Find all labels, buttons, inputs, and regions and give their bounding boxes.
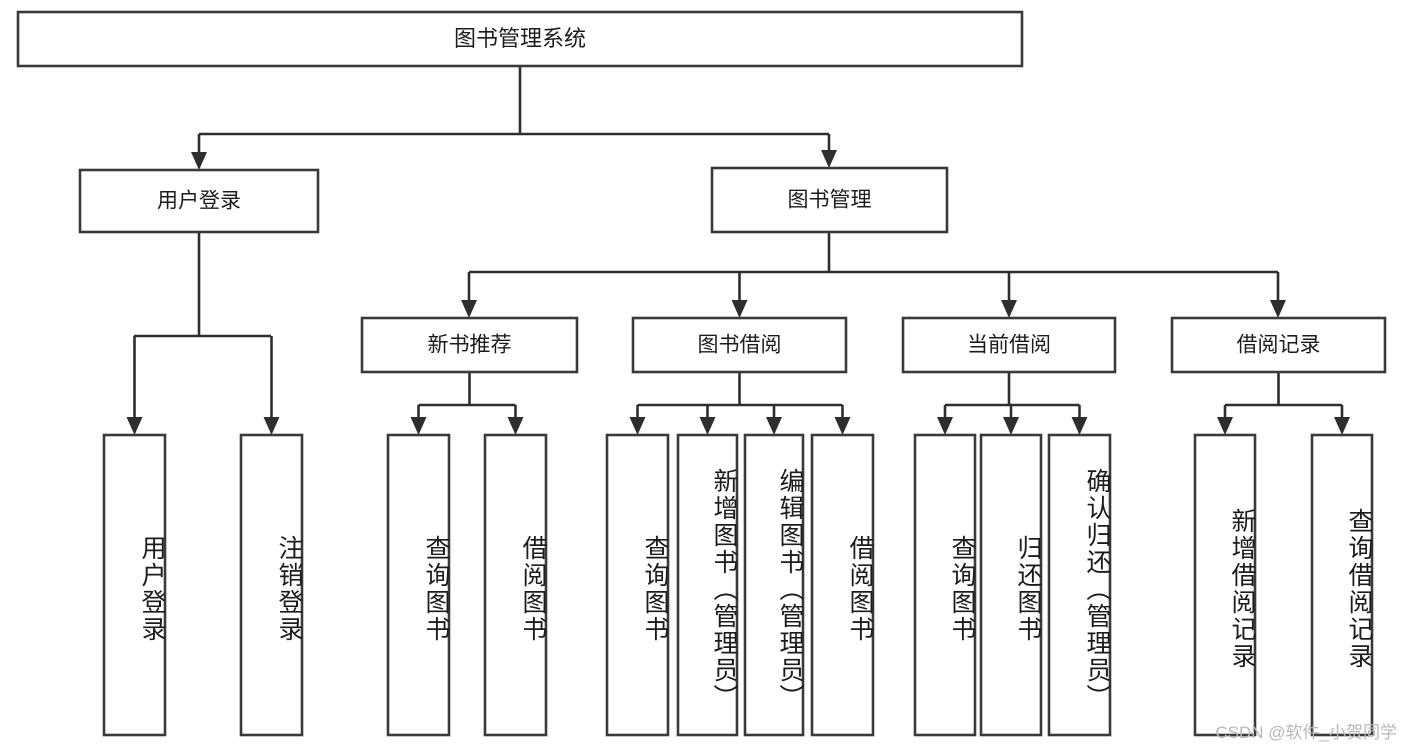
arrow-head-icon — [1001, 300, 1017, 318]
arrow-head-icon — [507, 417, 524, 435]
leaf-box-借阅图书-3[interactable] — [483, 433, 548, 737]
boxes-layer — [16, 10, 1387, 737]
arrow-head-icon — [937, 417, 953, 435]
arrow-head-icon — [1003, 417, 1019, 435]
arrow-head-icon — [731, 300, 748, 318]
arrow-head-icon — [126, 417, 143, 435]
node-label-图书管理系统: 图书管理系统 — [454, 26, 586, 51]
leaf-box-查询图书-8[interactable] — [913, 433, 977, 737]
arrow-head-icon — [1071, 417, 1088, 435]
arrow-head-icon — [1217, 417, 1233, 435]
arrow-head-icon — [834, 417, 851, 435]
arrow-head-icon — [410, 417, 427, 435]
node-label-借阅记录: 借阅记录 — [1237, 334, 1321, 357]
leaf-box-确认归还-管理员-10[interactable] — [1047, 433, 1112, 737]
leaf-box-查询借阅记录-12[interactable] — [1310, 433, 1374, 737]
node-label-当前借阅: 当前借阅 — [967, 334, 1051, 357]
arrow-head-icon — [699, 417, 716, 435]
node-label-用户登录: 用户登录 — [157, 190, 241, 213]
arrow-head-icon — [1270, 300, 1286, 318]
node-label-图书借阅: 图书借阅 — [698, 334, 782, 357]
arrow-head-icon — [821, 150, 837, 168]
arrow-head-icon — [461, 300, 477, 318]
leaf-box-编辑图书-管理员-6[interactable] — [743, 433, 805, 737]
leaf-box-用户登录-0[interactable] — [102, 433, 167, 737]
node-label-图书管理: 图书管理 — [788, 189, 872, 212]
node-box-借阅记录[interactable] — [1170, 316, 1387, 374]
node-box-图书管理系统[interactable] — [16, 10, 1024, 68]
arrow-head-icon — [1334, 417, 1350, 435]
node-box-当前借阅[interactable] — [901, 316, 1117, 374]
node-box-图书管理[interactable] — [710, 166, 949, 234]
watermark-text: CSDN @软件_小贺同学 — [1215, 723, 1397, 742]
leaf-box-查询图书-2[interactable] — [386, 433, 451, 737]
node-label-新书推荐: 新书推荐 — [428, 334, 512, 357]
leaf-box-新增借阅记录-11[interactable] — [1193, 433, 1257, 737]
leaf-box-新增图书-管理员-5[interactable] — [676, 433, 739, 737]
arrow-head-icon — [766, 417, 782, 435]
connectors-layer — [126, 66, 1350, 435]
leaf-box-查询图书-4[interactable] — [605, 433, 670, 737]
leaf-box-借阅图书-7[interactable] — [810, 433, 875, 737]
leaf-box-注销登录-1[interactable] — [239, 433, 304, 737]
arrow-head-icon — [191, 152, 207, 170]
arrow-head-icon — [629, 417, 646, 435]
leaf-box-归还图书-9[interactable] — [979, 433, 1043, 737]
arrow-head-icon — [263, 417, 280, 435]
node-box-新书推荐[interactable] — [360, 316, 579, 374]
node-box-用户登录[interactable] — [78, 168, 320, 234]
node-box-图书借阅[interactable] — [631, 316, 848, 374]
